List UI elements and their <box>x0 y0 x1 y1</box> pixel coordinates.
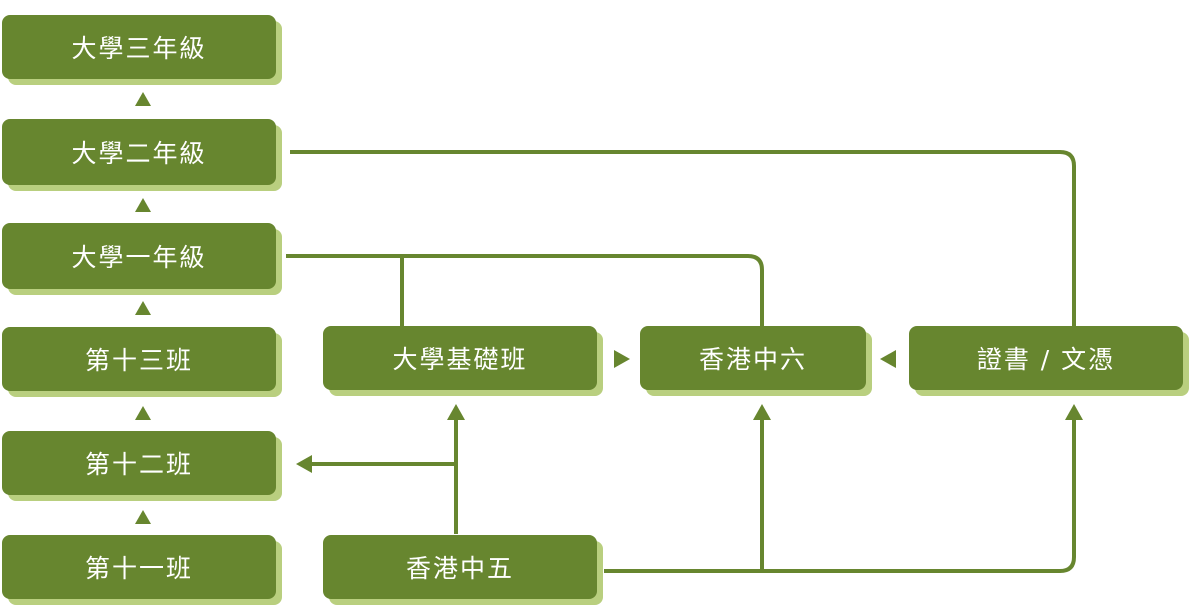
node-label: 大學二年級 <box>71 139 207 168</box>
arrow-right-icon <box>614 350 630 368</box>
node-form13: 第十三班 <box>2 327 276 391</box>
link-s5-bottom <box>604 420 1076 573</box>
node-year2: 大學二年級 <box>2 119 276 185</box>
node-label: 第十二班 <box>84 450 193 479</box>
node-label: 香港中六 <box>698 345 807 374</box>
node-form12: 第十二班 <box>2 431 276 495</box>
node-label: 第十三班 <box>84 346 193 375</box>
node-certificate: 證書 / 文憑 <box>909 326 1183 390</box>
node-label: 證書 / 文憑 <box>976 345 1116 374</box>
link-year1-bar <box>286 254 764 326</box>
arrow-up-icon <box>135 301 151 315</box>
node-s6: 香港中六 <box>640 326 866 390</box>
arrow-up-icon <box>1065 404 1083 420</box>
arrow-up-icon <box>135 510 151 524</box>
node-label: 第十一班 <box>84 554 193 583</box>
node-foundation: 大學基礎班 <box>323 326 597 390</box>
arrow-up-icon <box>135 198 151 212</box>
node-label: 大學三年級 <box>71 34 207 63</box>
node-year3: 大學三年級 <box>2 15 276 79</box>
arrow-up-icon <box>753 404 771 420</box>
arrow-left-icon <box>880 350 896 368</box>
arrow-up-icon <box>135 406 151 420</box>
node-year1: 大學一年級 <box>2 223 276 289</box>
node-form11: 第十一班 <box>2 535 276 599</box>
arrow-up-icon <box>135 92 151 106</box>
node-label: 香港中五 <box>405 554 514 583</box>
arrow-up-icon <box>447 404 465 420</box>
node-s5: 香港中五 <box>323 535 597 599</box>
arrow-left-icon <box>296 455 312 473</box>
node-label: 大學基礎班 <box>392 345 528 374</box>
link-certificate-to-year2 <box>290 150 1076 326</box>
node-label: 大學一年級 <box>71 243 207 272</box>
